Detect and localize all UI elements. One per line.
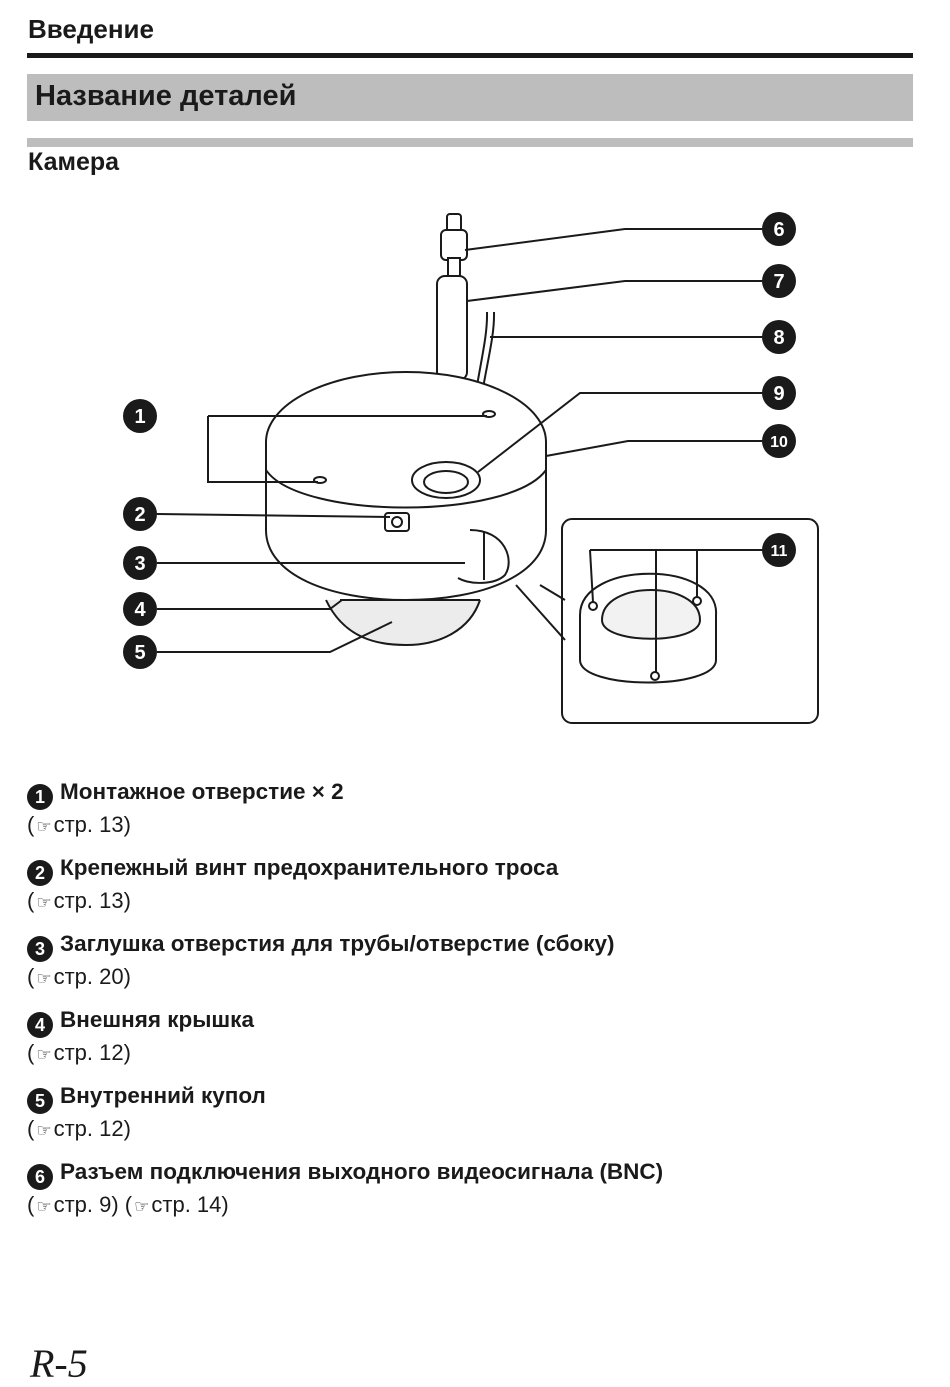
part-title: Монтажное отверстие × 2 — [60, 779, 344, 804]
title-bar: Название деталей — [27, 74, 913, 121]
part-number-badge: 5 — [27, 1088, 53, 1114]
callout-8: 8 — [773, 327, 784, 349]
part-page-ref: стр. 9) — [53, 1192, 119, 1217]
header-rule — [27, 53, 913, 58]
part-number-badge: 4 — [27, 1012, 53, 1038]
list-item: 3 Заглушка отверстия для трубы/отверстие … — [27, 928, 907, 994]
part-number-badge: 1 — [27, 784, 53, 810]
part-page-ref-2: стр. 14) — [151, 1192, 229, 1217]
callout-3: 3 — [134, 553, 145, 575]
part-number-badge: 2 — [27, 860, 53, 886]
pointing-hand-icon: ☞ — [36, 1121, 52, 1140]
callout-4: 4 — [134, 599, 146, 621]
camera-diagram: 6 7 8 9 10 11 1 2 3 4 5 — [123, 212, 819, 724]
subsection-title: Камера — [28, 148, 120, 176]
part-number-badge: 6 — [27, 1164, 53, 1190]
part-page-ref: стр. 12) — [53, 1040, 131, 1065]
part-page-ref: стр. 12) — [53, 1116, 131, 1141]
part-page-ref: стр. 13) — [53, 888, 131, 913]
list-item: 2 Крепежный винт предохранительного троса… — [27, 852, 907, 918]
cable-sleeve — [436, 275, 468, 381]
pointing-hand-icon: ☞ — [36, 969, 52, 988]
subtitle-rule — [27, 138, 913, 147]
part-title: Разъем подключения выходного видеосигнал… — [60, 1159, 664, 1184]
pointing-hand-icon: ☞ — [36, 893, 52, 912]
part-title: Внешняя крышка — [60, 1007, 254, 1032]
part-page-ref: стр. 13) — [53, 812, 131, 837]
callout-2: 2 — [134, 504, 145, 526]
part-title: Заглушка отверстия для трубы/отверстие (… — [60, 931, 615, 956]
pointing-hand-icon: ☞ — [36, 1045, 52, 1064]
list-item: 6 Разъем подключения выходного видеосигна… — [27, 1156, 907, 1222]
callout-7: 7 — [773, 271, 784, 293]
pointing-hand-icon: ☞ — [134, 1197, 150, 1216]
page-title: Название деталей — [35, 80, 297, 112]
part-title: Крепежный винт предохранительного троса — [60, 855, 559, 880]
bnc-connector-body — [440, 229, 468, 261]
pointing-hand-icon: ☞ — [36, 1197, 52, 1216]
section-label: Введение — [28, 14, 154, 44]
callout-9: 9 — [773, 383, 784, 405]
callout-10: 10 — [770, 434, 788, 451]
part-title: Внутренний купол — [60, 1083, 266, 1108]
callout-1: 1 — [134, 406, 145, 428]
page-number: R-5 — [30, 1341, 88, 1386]
callout-6: 6 — [773, 219, 784, 241]
callout-11: 11 — [771, 543, 788, 560]
part-number-badge: 3 — [27, 936, 53, 962]
pointing-hand-icon: ☞ — [36, 817, 52, 836]
callout-5: 5 — [134, 642, 145, 664]
part-page-ref: стр. 20) — [53, 964, 131, 989]
